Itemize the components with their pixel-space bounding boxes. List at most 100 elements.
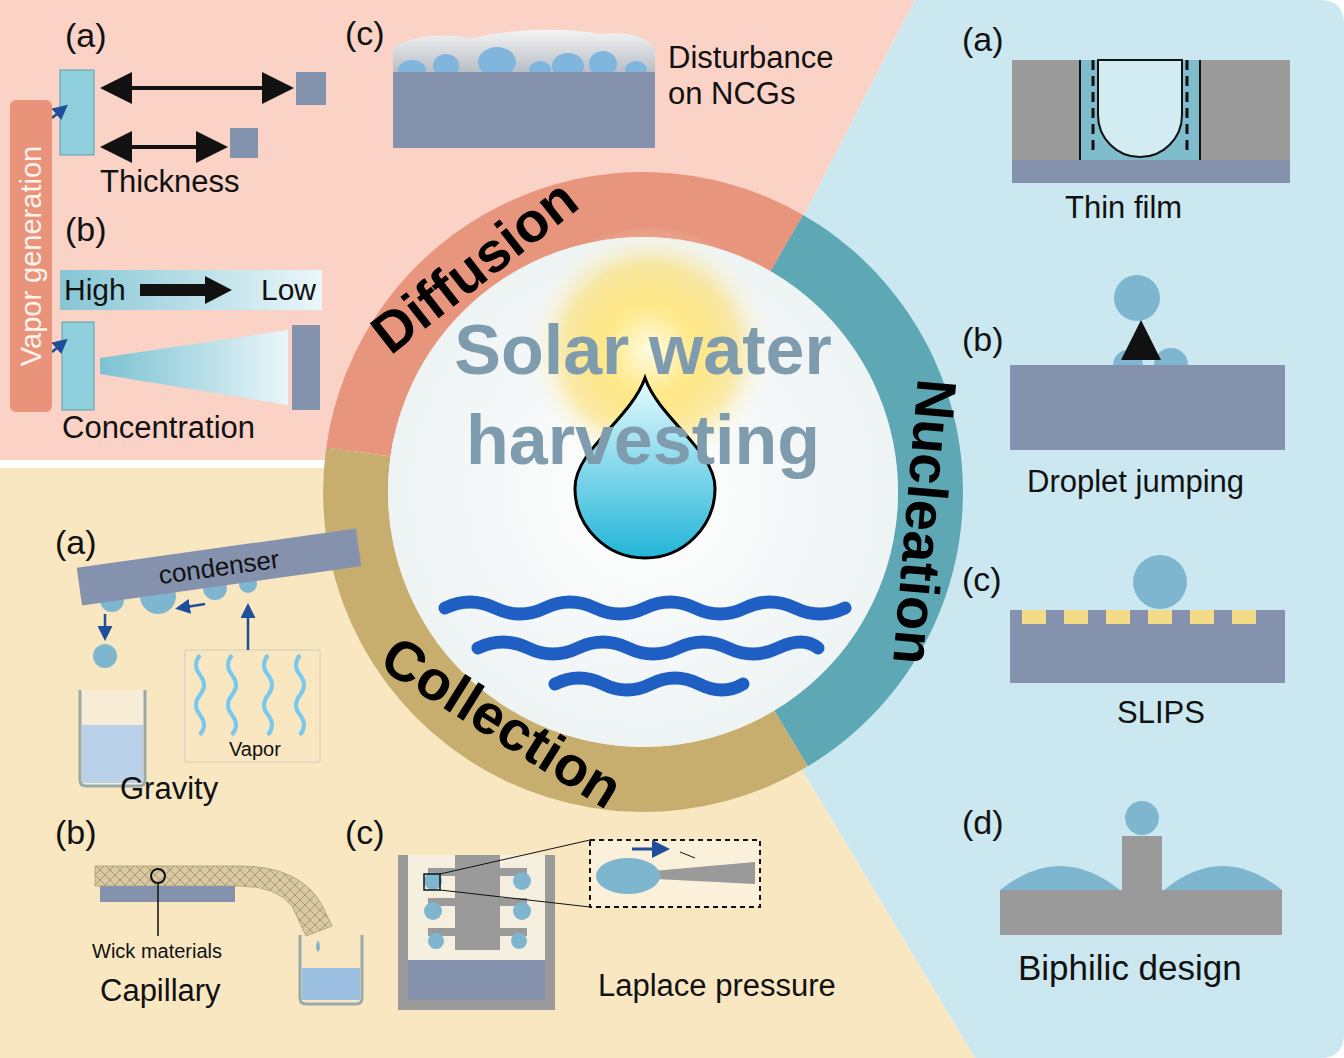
caption-label: Droplet jumping — [1027, 464, 1244, 500]
art-rect — [1190, 610, 1214, 624]
caption-label: Gravity — [120, 771, 218, 807]
art-line — [1139, 330, 1144, 350]
diffusion-ncg — [393, 30, 655, 148]
art-line — [180, 604, 205, 608]
art-circle — [424, 872, 442, 890]
art-rect — [1080, 60, 1200, 162]
caption-label: Thickness — [100, 164, 240, 200]
art-circle — [1114, 275, 1160, 321]
art-rect — [100, 886, 235, 902]
art-path — [1098, 60, 1182, 157]
art-rect — [230, 128, 258, 158]
panel-letter: (a) — [65, 16, 107, 55]
droplet-jumping — [1010, 275, 1285, 450]
panel-letter: (c) — [962, 560, 1002, 599]
art-circle — [428, 933, 444, 949]
art-path — [140, 276, 232, 304]
art-path — [228, 655, 236, 735]
art-circle — [1125, 801, 1159, 835]
art-rect — [1122, 836, 1162, 892]
panel-letter: (c) — [345, 14, 385, 53]
panel-letter: (c) — [345, 813, 385, 852]
caption-label: SLIPS — [1117, 695, 1205, 731]
caption-label: Thin film — [1065, 190, 1182, 226]
art-rect — [60, 270, 322, 310]
art-circle — [511, 933, 527, 949]
art-rect — [1232, 610, 1256, 624]
art-rect — [1064, 610, 1088, 624]
art-line — [1186, 60, 1189, 150]
art-path — [1164, 866, 1282, 890]
art-rect — [185, 650, 320, 762]
caption-label: Disturbance on NCGs — [668, 40, 868, 111]
panel-letter: (a) — [962, 20, 1004, 59]
caption-label: Capillary — [100, 973, 221, 1009]
art-path — [445, 602, 845, 614]
art-circle — [93, 644, 117, 668]
bar-text: Low — [261, 273, 316, 307]
art-line — [108, 86, 286, 90]
art-line — [440, 840, 590, 874]
art-rect — [62, 322, 94, 410]
art-rect — [1000, 890, 1282, 935]
art-rect — [1012, 160, 1290, 183]
center-art — [445, 225, 845, 690]
art-path — [196, 655, 204, 735]
art-path — [316, 940, 320, 952]
art-rect — [302, 968, 360, 1000]
gravity — [80, 575, 320, 786]
panel-letter: (a) — [55, 523, 97, 562]
thin-film — [1012, 60, 1290, 183]
art-line — [440, 890, 590, 907]
art-circle — [151, 869, 165, 883]
art-ellipse — [596, 858, 660, 894]
art-path — [478, 642, 818, 654]
art-rect — [424, 874, 440, 890]
art-line — [52, 342, 64, 352]
art-rect — [60, 70, 94, 155]
art-path — [555, 678, 743, 690]
caption-label: Vapor — [229, 738, 281, 761]
art-rect — [408, 855, 545, 1000]
caption-label: Laplace pressure — [598, 968, 836, 1004]
panel-letter: (b) — [962, 320, 1004, 359]
art-rect — [1148, 610, 1172, 624]
art-path — [1113, 350, 1143, 365]
art-path — [296, 655, 304, 735]
art-circle — [424, 902, 442, 920]
caption-label: Biphilic design — [1018, 948, 1242, 988]
art-rect — [398, 855, 555, 1010]
panel-letter: (d) — [962, 803, 1004, 842]
art-path — [100, 330, 288, 405]
panel-letter: (b) — [55, 813, 97, 852]
caption-label: Concentration — [62, 410, 255, 446]
art-rect — [408, 960, 545, 1000]
art-path — [95, 866, 332, 936]
art-rect — [1010, 610, 1285, 683]
art-path — [1154, 348, 1188, 365]
art-line — [1199, 60, 1201, 160]
art-path — [300, 935, 362, 1004]
art-rect — [1010, 365, 1285, 450]
slips — [1010, 555, 1285, 683]
biphilic — [1000, 801, 1282, 935]
panel-letter: (b) — [65, 210, 107, 249]
gradient-bar: High Low — [60, 270, 322, 310]
caption-label: Wick materials — [92, 940, 222, 963]
art-line — [247, 608, 250, 650]
art-line — [157, 883, 159, 936]
bar-text: High — [64, 273, 126, 307]
diffusion-thickness — [52, 70, 326, 158]
diffusion-concentration — [52, 270, 322, 410]
art-rect — [1106, 610, 1130, 624]
art-line — [632, 848, 664, 851]
art-rect — [1200, 60, 1290, 162]
art-line — [1092, 60, 1095, 150]
art-line — [108, 145, 220, 149]
art-line — [1079, 60, 1081, 160]
vapor-generation-box: Vapor generation — [10, 100, 52, 412]
art-circle — [1133, 555, 1187, 609]
art-rect — [292, 325, 320, 410]
